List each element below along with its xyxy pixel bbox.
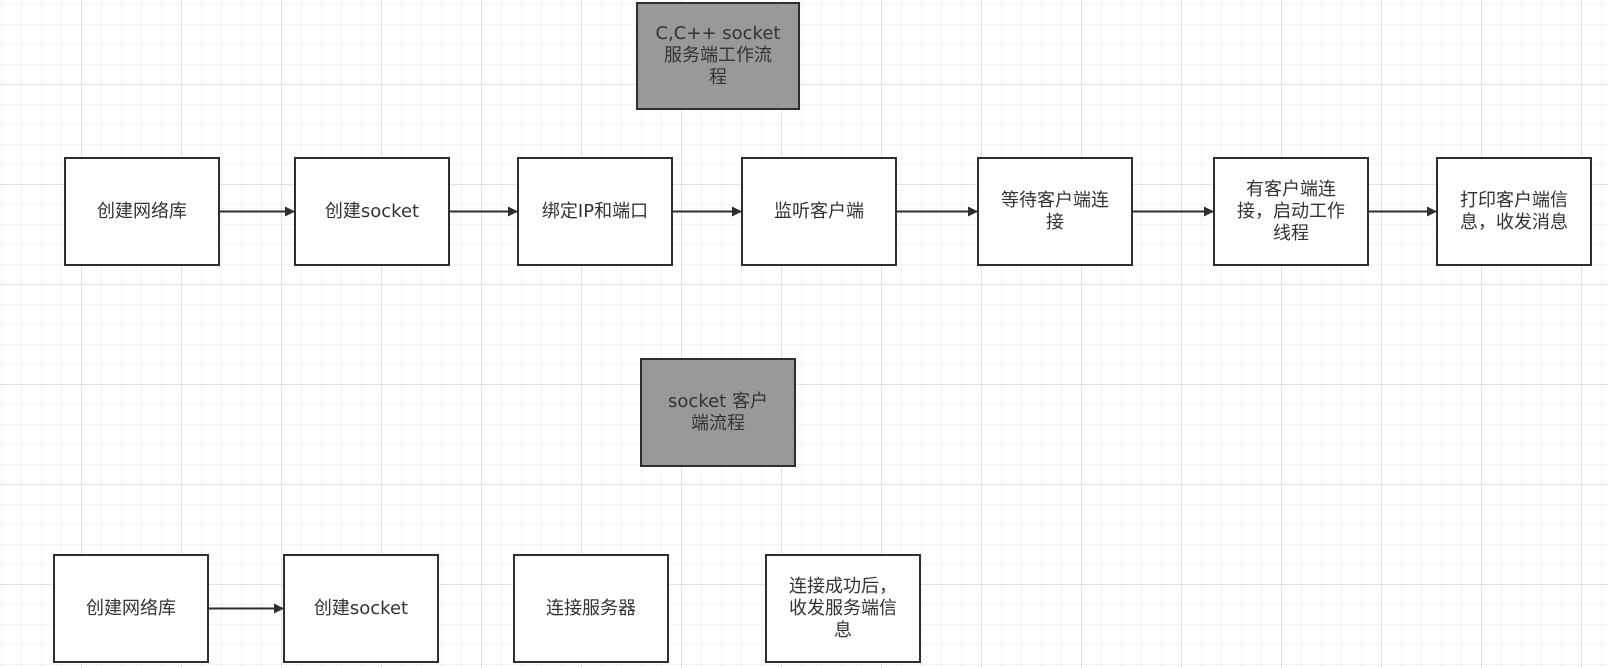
client-step-create-socket[interactable]: 创建socket [283,554,439,663]
server-step-label: 有客户端连 接，启动工作 线程 [1237,178,1345,244]
server-step-print-and-exchange[interactable]: 打印客户端信 息，收发消息 [1436,157,1592,266]
client-step-connect-server[interactable]: 连接服务器 [513,554,669,663]
server-step-bind-ip-port[interactable]: 绑定IP和端口 [517,157,673,266]
server-step-label: 等待客户端连 接 [1001,189,1109,233]
server-step-label: 创建网络库 [97,200,187,222]
client-flow-title[interactable]: socket 客户 端流程 [640,358,796,467]
server-step-listen-client[interactable]: 监听客户端 [741,157,897,266]
client-step-label: 创建网络库 [86,597,176,619]
client-step-exchange-messages[interactable]: 连接成功后， 收发服务端信 息 [765,554,921,663]
server-step-start-worker-thread[interactable]: 有客户端连 接，启动工作 线程 [1213,157,1369,266]
client-flow-title-text: socket 客户 端流程 [668,390,768,434]
server-flow-title[interactable]: C,C++ socket 服务端工作流 程 [636,2,800,110]
server-step-label: 监听客户端 [774,200,864,222]
server-step-wait-connection[interactable]: 等待客户端连 接 [977,157,1133,266]
server-flow-title-text: C,C++ socket 服务端工作流 程 [655,23,781,88]
server-step-label: 绑定IP和端口 [541,200,649,222]
server-step-label: 创建socket [324,200,420,222]
client-step-label: 创建socket [313,597,409,619]
client-step-create-network-lib[interactable]: 创建网络库 [53,554,209,663]
server-step-create-socket[interactable]: 创建socket [294,157,450,266]
server-step-label: 打印客户端信 息，收发消息 [1460,189,1568,233]
client-step-label: 连接成功后， 收发服务端信 息 [789,575,897,641]
client-step-label: 连接服务器 [546,597,636,619]
server-step-create-network-lib[interactable]: 创建网络库 [64,157,220,266]
